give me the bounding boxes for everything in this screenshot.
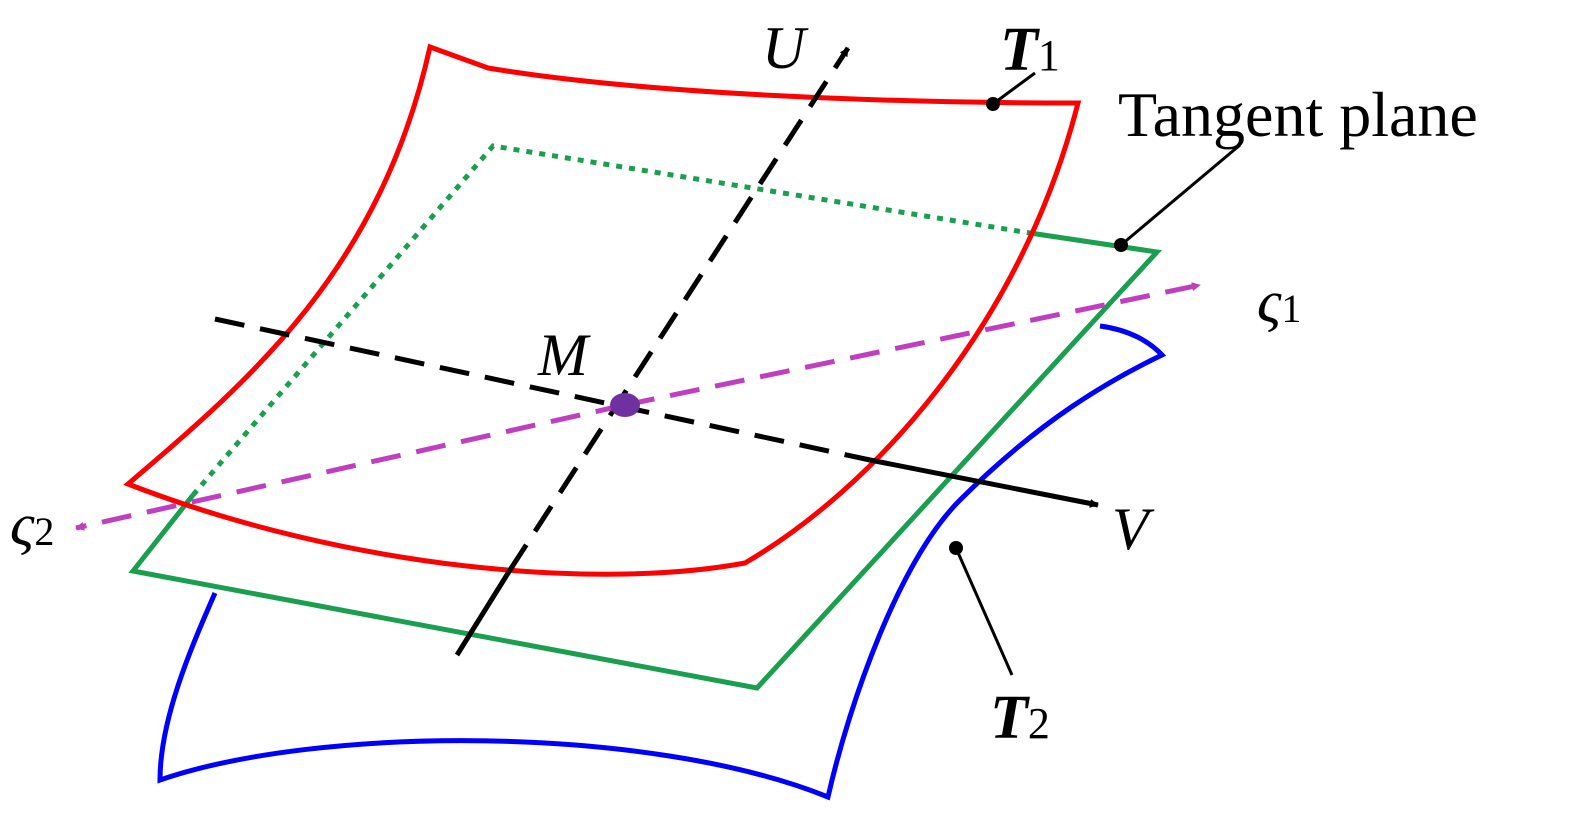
label-t2-sub: 2 [1028, 699, 1050, 748]
u-axis [507, 46, 851, 572]
u-axis-lower [454, 568, 513, 657]
t1-leader-line [992, 71, 1036, 106]
sigma2-axis [75, 402, 626, 531]
label-u: U [762, 15, 809, 81]
label-m: M [537, 322, 591, 388]
point-m [610, 393, 640, 417]
label-sigma2-main: ς [10, 492, 35, 558]
label-t1-main: T [1000, 16, 1040, 84]
label-tangent-plane: Tangent plane [1118, 79, 1478, 150]
surface-t2-outline [157, 323, 1167, 801]
sigma1-axis [624, 282, 1201, 408]
surface-t1-outline [123, 43, 1082, 577]
label-t1: T1 [1000, 16, 1060, 84]
t2-leader-dot [949, 541, 963, 555]
v-axis-dashed [214, 316, 871, 463]
tangent-plane-leader-line [1120, 143, 1241, 247]
tangent-plane-leader-dot [1114, 238, 1128, 252]
label-sigma2: ς2 [10, 492, 54, 558]
t2-leader-line [954, 547, 1014, 676]
v-axis [869, 457, 1099, 508]
label-t1-sub: 1 [1038, 31, 1060, 80]
label-sigma2-sub: 2 [34, 509, 54, 554]
tangent-plane-hidden-edges [191, 143, 1031, 497]
label-t2-main: T [990, 684, 1030, 752]
label-sigma1-main: ς [1257, 269, 1282, 335]
label-sigma1: ς1 [1257, 269, 1301, 335]
label-sigma1-sub: 1 [1281, 286, 1301, 331]
label-v: V [1112, 496, 1155, 562]
label-t2: T2 [990, 684, 1050, 752]
t1-leader-dot [986, 97, 1000, 111]
